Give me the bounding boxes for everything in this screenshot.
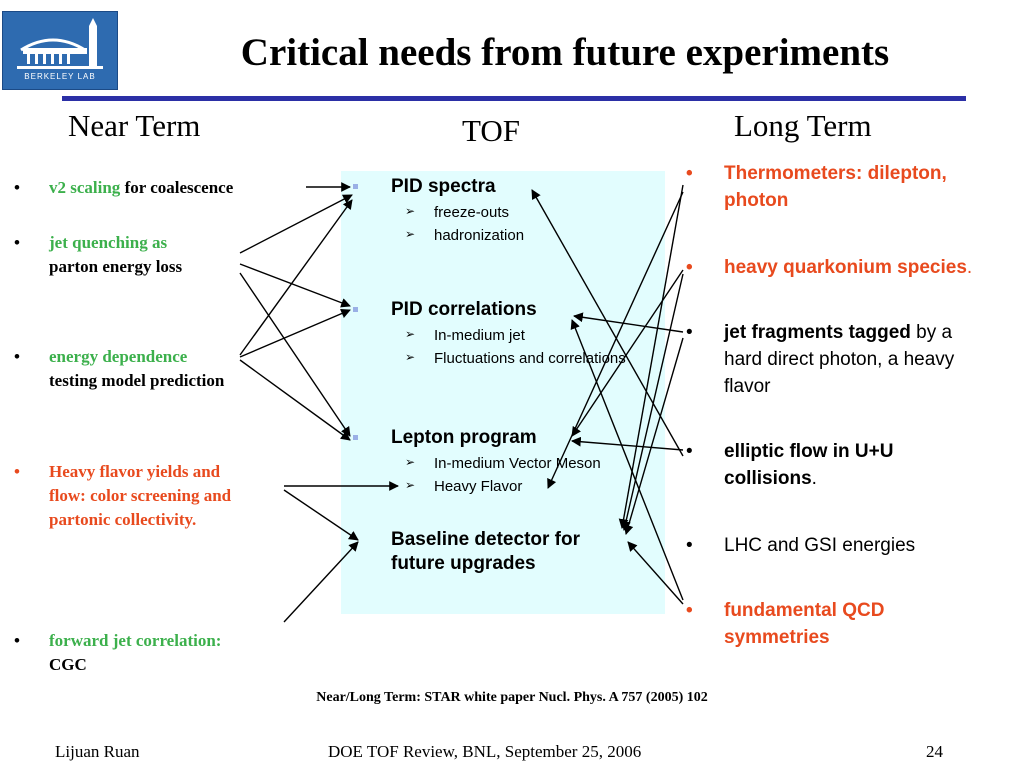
bullet: •	[686, 257, 693, 278]
bullet: •	[14, 233, 20, 252]
footer-author: Lijuan Ruan	[55, 742, 140, 761]
arrow-jet-to-pid-spectra	[239, 194, 353, 254]
tof-header: TOF	[462, 113, 521, 148]
parton-energy-loss-text: parton energy loss	[49, 257, 183, 276]
arrow-jetfrag-to-baseline	[623, 337, 684, 535]
arrow-energy-to-pid-spectra	[239, 199, 353, 356]
jet-fragments-text: jet fragments tagged	[724, 322, 911, 343]
heavy-flavor-line-2: flow: color screening and	[49, 486, 232, 505]
bullet: •	[686, 535, 693, 556]
arrow-bullet-icon: ➢	[405, 478, 416, 492]
in-medium-jet-label: In-medium jet	[434, 327, 525, 344]
bullet: •	[686, 441, 693, 462]
arrow-bullet-icon: ➢	[405, 227, 416, 241]
bullet: •	[14, 631, 20, 650]
arrow-jet-to-pid-corr	[239, 263, 351, 308]
freeze-outs-label: freeze-outs	[434, 204, 510, 221]
square-bullet-icon	[353, 435, 358, 440]
quarkonium-period: .	[966, 257, 973, 278]
energy-dependence-text: energy dependence	[49, 347, 188, 366]
bullet: •	[686, 163, 693, 184]
pid-correlations-label: PID correlations	[391, 299, 537, 320]
arrow-bullet-icon: ➢	[405, 455, 416, 469]
testing-model-text: testing model prediction	[49, 371, 225, 390]
elliptic-flow-text: elliptic flow in U+U	[724, 441, 894, 462]
fluctuations-label: Fluctuations and correlations	[434, 350, 626, 367]
footer-page-number: 24	[926, 742, 943, 761]
heavy-flavor-label: Heavy Flavor	[434, 478, 523, 495]
hadronization-label: hadronization	[434, 227, 525, 244]
arrow-bullet-icon: ➢	[405, 350, 416, 364]
arrow-qcd-to-baseline	[627, 541, 684, 605]
arrow-heavy-flavor-to-baseline	[283, 489, 359, 541]
reference-note: Near/Long Term: STAR white paper Nucl. P…	[316, 690, 708, 705]
title-rule	[62, 96, 966, 101]
forward-jet-text: forward jet correlation:	[49, 631, 222, 650]
berkeley-lab-logo: BERKELEY LAB	[2, 11, 118, 90]
lhc-text: LHC and GSI energies	[724, 535, 916, 556]
lepton-program-label: Lepton program	[391, 427, 537, 448]
bullet: •	[14, 462, 20, 481]
baseline-line-2: future upgrades	[391, 553, 536, 574]
hard-photon-text: hard direct photon, a heavy	[724, 349, 955, 370]
berkeley-lab-logo-graphic	[17, 18, 103, 69]
tof-box	[341, 171, 665, 614]
coalescence-text: for coalescence	[120, 178, 234, 197]
arrow-qcd-to-pid-corr	[570, 319, 684, 601]
heavy-flavor-line-3: partonic collectivity.	[49, 510, 197, 529]
long-term-header: Long Term	[734, 108, 872, 143]
footer-event: DOE TOF Review, BNL, September 25, 2006	[328, 742, 642, 761]
square-bullet-icon	[353, 307, 358, 312]
near-term-header: Near Term	[68, 108, 201, 143]
photon-text: photon	[724, 190, 789, 211]
symmetries-text: symmetries	[724, 627, 830, 648]
qcd-text: fundamental QCD	[724, 600, 885, 621]
page-title: Critical needs from future experiments	[240, 31, 890, 74]
jet-quenching-text: jet quenching as	[49, 233, 168, 252]
by-a-text: by a	[910, 322, 953, 343]
arrow-quarkonium-to-lepton	[571, 269, 684, 437]
arrow-elliptic-to-pid-spectra	[531, 189, 684, 457]
cgc-text: CGC	[49, 655, 87, 674]
arrow-jet-to-lepton	[239, 272, 351, 437]
bullet: •	[14, 347, 20, 366]
square-bullet-icon	[353, 184, 358, 189]
arrow-energy-to-lepton	[239, 359, 351, 441]
arrow-jetfrag-to-pid-corr	[573, 312, 684, 333]
collisions-text: collisions	[724, 468, 812, 489]
pid-spectra-label: PID spectra	[391, 176, 496, 197]
logo-text: BERKELEY LAB	[24, 72, 96, 81]
arrow-bullet-icon: ➢	[405, 204, 416, 218]
flavor-text: flavor	[724, 376, 771, 397]
baseline-line-1: Baseline detector for	[391, 529, 580, 550]
bullet: •	[14, 178, 20, 197]
arrow-forward-jet-to-baseline	[283, 541, 359, 623]
vector-meson-label: In-medium Vector Meson	[434, 455, 601, 472]
thermometers-text: Thermometers	[724, 163, 856, 184]
dilepton-text: : dilepton,	[856, 163, 947, 184]
bullet: •	[686, 600, 693, 621]
arrow-thermo-to-heavy-flavor	[547, 191, 684, 489]
collisions-period: .	[811, 468, 817, 489]
arrow-thermo-to-baseline	[618, 184, 684, 529]
arrow-bullet-icon: ➢	[405, 327, 416, 341]
heavy-flavor-line-1: Heavy flavor yields and	[49, 462, 221, 481]
arrow-elliptic-to-lepton	[571, 436, 684, 451]
arrow-energy-to-pid-corr	[239, 308, 351, 358]
quarkonium-text: heavy quarkonium species	[724, 257, 967, 278]
v2-scaling-text: v2 scaling	[49, 178, 121, 197]
bullet: •	[686, 322, 693, 343]
arrow-quarkonium-to-baseline	[621, 273, 684, 531]
